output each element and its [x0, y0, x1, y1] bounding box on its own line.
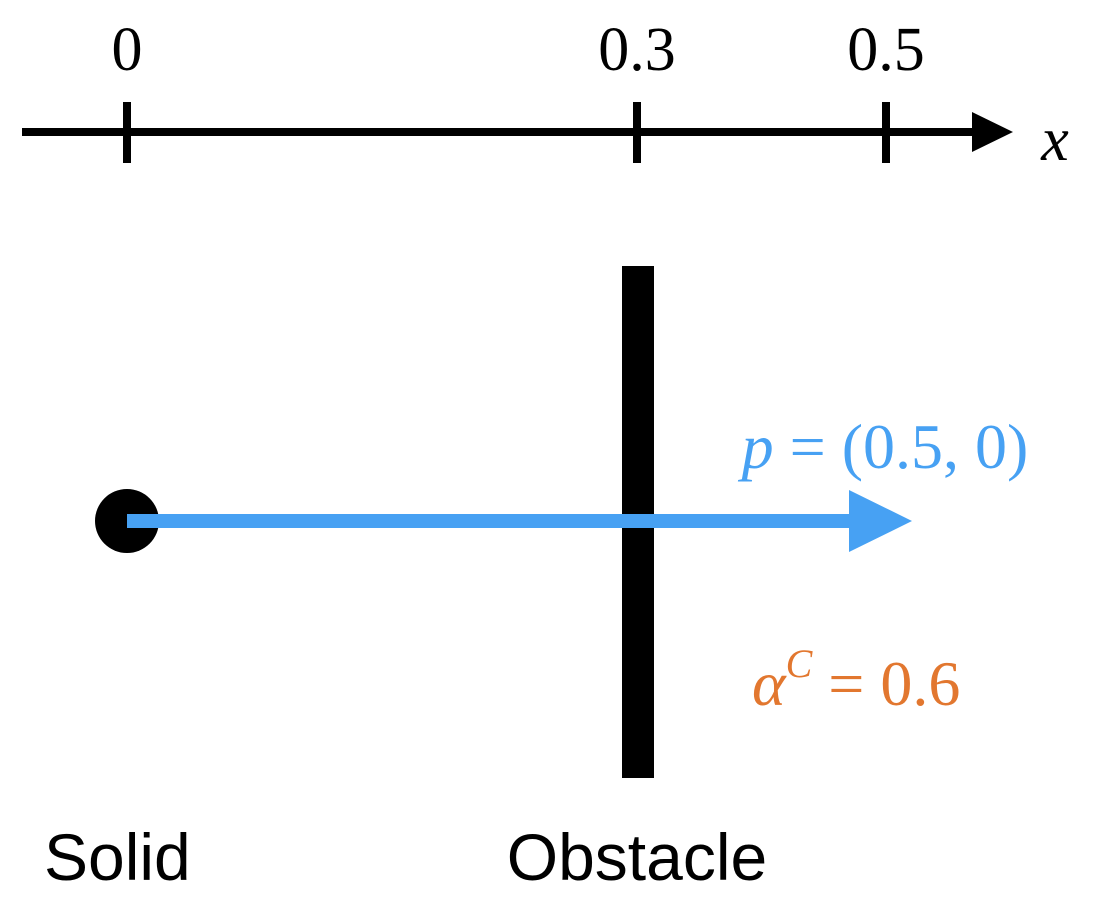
coefficient-symbol: α [752, 648, 787, 719]
solid-label: Solid [44, 820, 191, 894]
obstacle-label: Obstacle [507, 820, 767, 894]
momentum-arrow [127, 490, 912, 552]
momentum-label: p = (0.5, 0) [738, 411, 1029, 482]
axis-arrowhead [972, 112, 1013, 152]
momentum-arrowhead [849, 490, 912, 552]
tick-label-0.5: 0.5 [847, 16, 925, 84]
tick-label-0: 0 [112, 16, 143, 84]
x-axis: 0 0.3 0.5 x [22, 16, 1069, 174]
coefficient-label: αC = 0.6 [752, 641, 960, 719]
momentum-arrow-shaft [127, 514, 853, 528]
tick-label-0.3: 0.3 [598, 16, 676, 84]
axis-variable-label: x [1040, 106, 1069, 174]
coefficient-superscript: C [786, 641, 814, 686]
momentum-value: = (0.5, 0) [774, 411, 1029, 482]
coefficient-value: = 0.6 [812, 648, 960, 719]
momentum-symbol: p [738, 411, 774, 482]
